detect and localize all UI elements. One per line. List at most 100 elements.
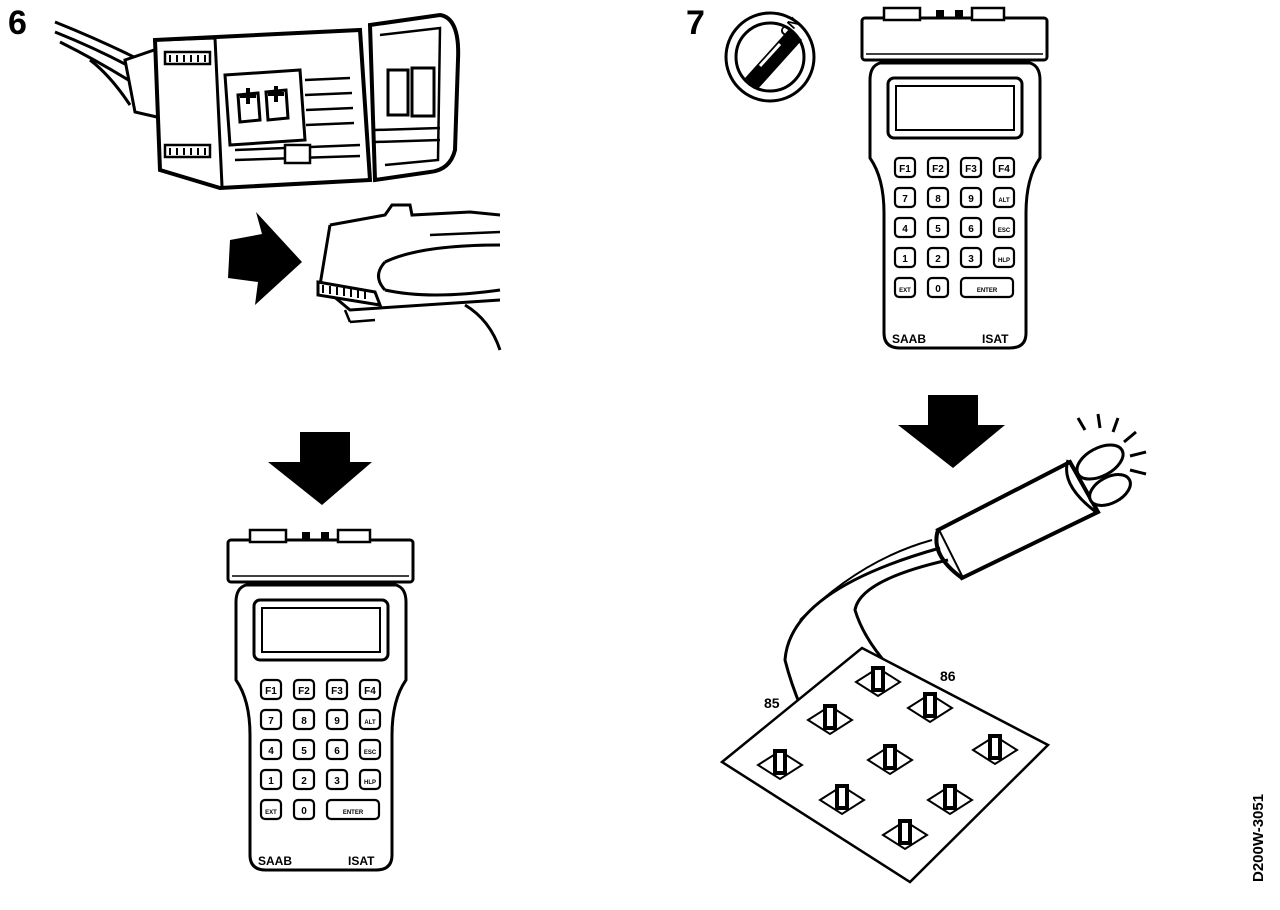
key-hlp[interactable]: HLP (992, 246, 1016, 269)
key-label: ENTER (343, 810, 364, 816)
key-label: 1 (268, 776, 274, 787)
key-label: ALT (998, 198, 1010, 204)
key-8[interactable]: 8 (926, 186, 950, 209)
key-label: 2 (301, 776, 307, 787)
key-label: F4 (364, 686, 376, 697)
relay-terminal (756, 749, 804, 781)
key-label: 1 (902, 254, 908, 265)
tester-brand: SAAB (892, 332, 926, 346)
key-enter[interactable]: ENTER (959, 276, 1015, 299)
key-label: F3 (965, 164, 977, 175)
relay-terminal (971, 734, 1019, 766)
key-1[interactable]: 1 (259, 768, 283, 791)
key-label: 5 (935, 224, 941, 235)
key-label: EXT (265, 810, 277, 816)
key-1[interactable]: 1 (893, 246, 917, 269)
relay-terminal (818, 784, 866, 816)
key-esc[interactable]: ESC (358, 738, 382, 761)
key-esc[interactable]: ESC (992, 216, 1016, 239)
lamp-glow (1076, 413, 1147, 476)
key-2[interactable]: 2 (292, 768, 316, 791)
key-f1[interactable]: F1 (893, 156, 917, 179)
key-8[interactable]: 8 (292, 708, 316, 731)
key-f3[interactable]: F3 (325, 678, 349, 701)
key-ext[interactable]: EXT (259, 798, 283, 821)
key-label: 6 (968, 224, 974, 235)
terminal-86-label: 86 (940, 668, 956, 684)
key-label: F1 (265, 686, 277, 697)
key-hlp[interactable]: HLP (358, 768, 382, 791)
key-alt[interactable]: ALT (992, 186, 1016, 209)
key-f3[interactable]: F3 (959, 156, 983, 179)
key-6[interactable]: 6 (325, 738, 349, 761)
relay-terminal (926, 784, 974, 816)
key-label: 6 (334, 746, 340, 757)
relay-terminal (881, 819, 929, 851)
key-f1[interactable]: F1 (259, 678, 283, 701)
key-label: 9 (968, 194, 974, 205)
ignition-key-icon (745, 28, 802, 90)
key-label: 7 (268, 716, 274, 727)
key-label: F2 (298, 686, 310, 697)
key-label: ESC (998, 228, 1011, 234)
down-arrow-icon (898, 395, 1005, 468)
key-f2[interactable]: F2 (926, 156, 950, 179)
key-5[interactable]: 5 (292, 738, 316, 761)
connector-diagram (54, 12, 461, 191)
key-label: 7 (902, 194, 908, 205)
key-4[interactable]: 4 (893, 216, 917, 239)
key-7[interactable]: 7 (259, 708, 283, 731)
key-label: HLP (364, 780, 376, 786)
key-label: 4 (268, 746, 274, 757)
relay-terminal (854, 666, 902, 698)
key-f2[interactable]: F2 (292, 678, 316, 701)
key-label: 0 (301, 806, 307, 817)
key-4[interactable]: 4 (259, 738, 283, 761)
key-enter[interactable]: ENTER (325, 798, 381, 821)
reference-code: D200W-3051 (1250, 793, 1267, 882)
key-label: F3 (331, 686, 343, 697)
key-5[interactable]: 5 (926, 216, 950, 239)
test-lamp-icon (783, 413, 1147, 801)
diagnostic-connector (316, 203, 502, 351)
key-alt[interactable]: ALT (358, 708, 382, 731)
key-label: 2 (935, 254, 941, 265)
key-label: F2 (932, 164, 944, 175)
tester-keypad: F1 F2 F3 F4 7 8 9 ALT 4 5 6 ESC 1 2 3 HLP EXT 0 ENTER (259, 678, 382, 821)
key-label: ESC (364, 750, 377, 756)
key-3[interactable]: 3 (959, 246, 983, 269)
key-label: EXT (899, 288, 911, 294)
key-7[interactable]: 7 (893, 186, 917, 209)
key-label: 4 (902, 224, 908, 235)
right-arrow-icon (228, 212, 302, 305)
key-label: HLP (998, 258, 1010, 264)
ignition-switch: ON (724, 11, 816, 103)
key-label: 9 (334, 716, 340, 727)
key-label: ENTER (977, 288, 998, 294)
key-label: ALT (364, 720, 376, 726)
key-2[interactable]: 2 (926, 246, 950, 269)
key-label: 0 (935, 284, 941, 295)
step-number-7: 7 (686, 4, 705, 42)
down-arrow-icon (268, 432, 372, 505)
tester-brand: SAAB (258, 854, 292, 868)
key-f4[interactable]: F4 (358, 678, 382, 701)
tester-model: ISAT (348, 854, 375, 868)
key-f4[interactable]: F4 (992, 156, 1016, 179)
key-6[interactable]: 6 (959, 216, 983, 239)
terminal-85-label: 85 (764, 695, 780, 711)
key-label: F1 (899, 164, 911, 175)
key-0[interactable]: 0 (292, 798, 316, 821)
relay-terminal (906, 692, 954, 724)
key-label: 8 (301, 716, 307, 727)
key-ext[interactable]: EXT (893, 276, 917, 299)
key-9[interactable]: 9 (959, 186, 983, 209)
key-9[interactable]: 9 (325, 708, 349, 731)
relay-terminal (866, 744, 914, 776)
key-label: 3 (334, 776, 340, 787)
key-3[interactable]: 3 (325, 768, 349, 791)
key-0[interactable]: 0 (926, 276, 950, 299)
relay-terminal (806, 704, 854, 736)
